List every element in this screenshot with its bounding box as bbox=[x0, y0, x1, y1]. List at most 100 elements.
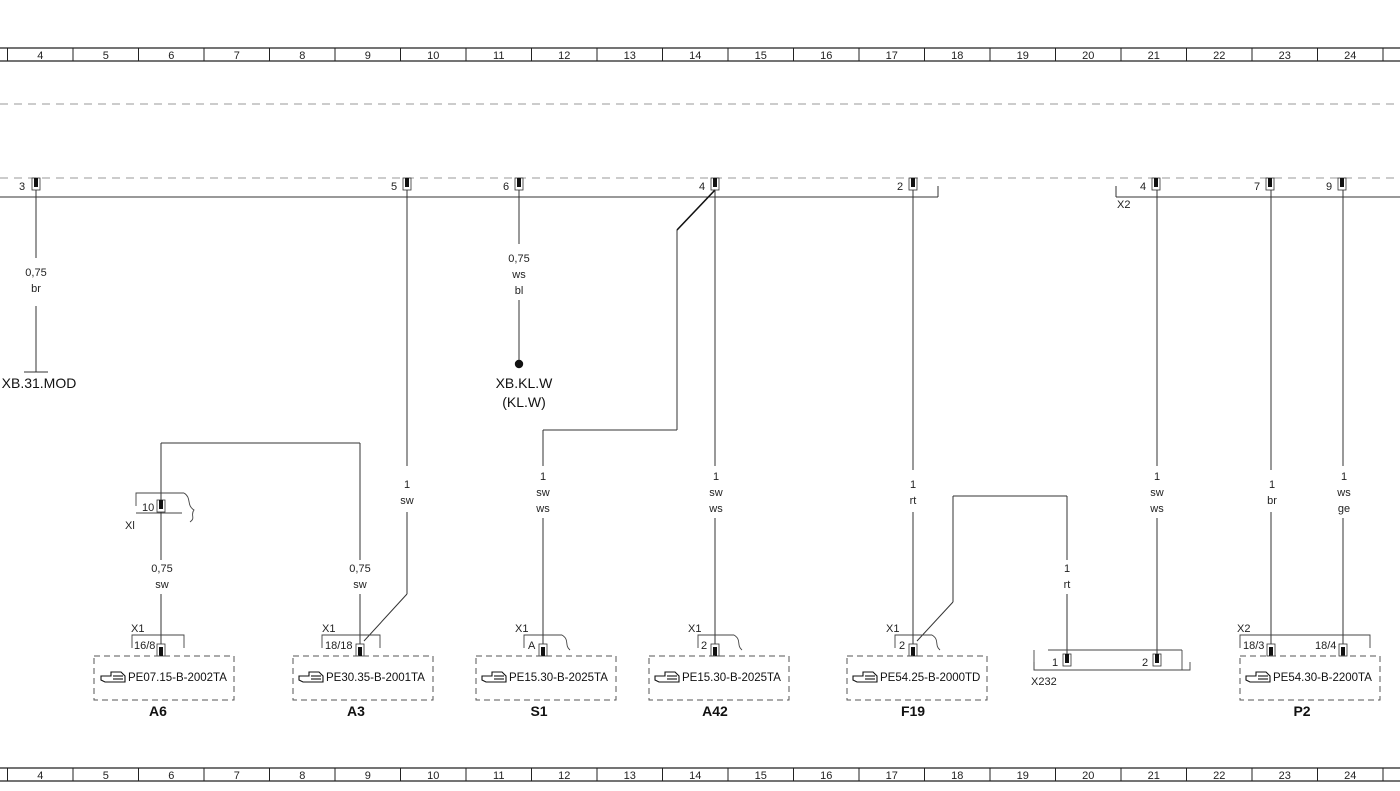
bus-pin-label: 2 bbox=[897, 181, 903, 193]
terminal-kl-w: (KL.W) bbox=[502, 394, 546, 410]
component-a42[interactable]: X1 2 PE15.30-B-2025TA A42 bbox=[648, 623, 790, 719]
connector-pin-label: 16/8 bbox=[134, 640, 155, 652]
wire-xl-a6: 0,75 sw bbox=[151, 512, 173, 646]
bus-pin-label: 5 bbox=[391, 181, 397, 193]
connector-pin-label: 18/3 bbox=[1243, 640, 1264, 652]
bus-pin-label: 4 bbox=[699, 181, 705, 193]
wire-color: br bbox=[1267, 495, 1277, 507]
xl-connector: 10 Xl bbox=[125, 492, 195, 532]
component-reference[interactable]: PE30.35-B-2001TA bbox=[326, 672, 425, 684]
wire-x2pin4-x232: 1 sw ws bbox=[1149, 190, 1164, 656]
bottom-ruler-number: 14 bbox=[689, 770, 701, 782]
component-a3[interactable]: X1 18/18 PE30.35-B-2001TA A3 bbox=[292, 623, 434, 719]
wire-color: sw bbox=[155, 579, 169, 591]
top-ruler-number: 14 bbox=[689, 50, 701, 62]
component-f19[interactable]: X1 2 PE54.25-B-2000TD F19 bbox=[846, 623, 988, 719]
top-ruler-number: 10 bbox=[427, 50, 439, 62]
component-reference[interactable]: PE15.30-B-2025TA bbox=[509, 672, 608, 684]
wire-size: 0,75 bbox=[349, 563, 370, 575]
wire-color: bl bbox=[515, 285, 524, 297]
bottom-ruler-number: 23 bbox=[1279, 770, 1291, 782]
wire-size: 1 bbox=[910, 479, 916, 491]
top-ruler-number: 15 bbox=[755, 50, 767, 62]
terminal-xb-kl-w: XB.KL.W bbox=[496, 375, 554, 391]
bus-pin-5: 5 bbox=[391, 177, 412, 193]
x232-pin-label: 2 bbox=[1142, 657, 1148, 669]
wire-color: sw bbox=[353, 579, 367, 591]
top-ruler-number: 16 bbox=[820, 50, 832, 62]
top-ruler-number: 11 bbox=[493, 50, 504, 62]
component-reference[interactable]: PE15.30-B-2025TA bbox=[682, 672, 781, 684]
connector-pin-label: 2 bbox=[899, 640, 905, 652]
component-s1[interactable]: X1 A PE15.30-B-2025TA S1 bbox=[475, 623, 617, 719]
top-ruler-number: 8 bbox=[299, 50, 305, 62]
connector-x232: 1 2 X232 bbox=[1031, 649, 1191, 688]
bus-pin-2: 2 bbox=[897, 177, 918, 193]
xl-connector-label: Xl bbox=[125, 520, 135, 532]
hand-pointer-icon bbox=[852, 671, 878, 683]
wire-x2pin9-p2: 1 ws ge bbox=[1336, 190, 1351, 646]
wire-pin6-klw: 0,75 ws bl XB.KL.W (KL.W) bbox=[496, 190, 554, 410]
terminal-xb31-mod: XB.31.MOD bbox=[2, 375, 77, 391]
junction-dot bbox=[514, 359, 524, 369]
top-ruler-number: 22 bbox=[1213, 50, 1225, 62]
wire-color: br bbox=[31, 283, 41, 295]
component-p2[interactable]: X2 18/3 18/4 PE54.30-B-2200TA P2 bbox=[1237, 623, 1381, 719]
top-ruler-number: 19 bbox=[1017, 50, 1029, 62]
top-ruler-number: 17 bbox=[886, 50, 898, 62]
bus-pin-3: 3 bbox=[19, 177, 41, 193]
connector-label: X2 bbox=[1237, 623, 1250, 635]
bus-pin-label: 7 bbox=[1254, 181, 1260, 193]
bottom-ruler-number: 16 bbox=[820, 770, 832, 782]
wire-size: 0,75 bbox=[508, 253, 529, 265]
bottom-ruler-number: 5 bbox=[103, 770, 109, 782]
wire-size: 1 bbox=[540, 471, 546, 483]
bottom-ruler-number: 22 bbox=[1213, 770, 1225, 782]
component-a6[interactable]: X1 16/8 PE07.15-B-2002TA A6 bbox=[93, 623, 235, 719]
bottom-ruler-number: 20 bbox=[1082, 770, 1094, 782]
top-ruler-number: 9 bbox=[365, 50, 371, 62]
x2-pin-9: 9 bbox=[1326, 177, 1347, 193]
component-name: F19 bbox=[901, 703, 925, 719]
top-ruler-number: 13 bbox=[624, 50, 636, 62]
connector-pin-label: 18/18 bbox=[325, 640, 353, 652]
wire-size: 1 bbox=[1341, 471, 1347, 483]
bottom-ruler-number: 17 bbox=[886, 770, 898, 782]
wire-pin3-ground: 0,75 br XB.31.MOD bbox=[2, 190, 77, 391]
top-ruler-number: 20 bbox=[1082, 50, 1094, 62]
top-ruler-number: 5 bbox=[103, 50, 109, 62]
bottom-ruler-number: 4 bbox=[37, 770, 43, 782]
bottom-ruler-number: 13 bbox=[624, 770, 636, 782]
component-reference[interactable]: PE07.15-B-2002TA bbox=[128, 672, 227, 684]
wire-color: sw bbox=[1150, 487, 1164, 499]
bottom-ruler-number: 24 bbox=[1344, 770, 1356, 782]
wire-color: sw bbox=[400, 495, 414, 507]
wire-pin2-f19: 1 rt bbox=[910, 190, 916, 646]
connector-label: X1 bbox=[515, 623, 528, 635]
x232-pin-label: 1 bbox=[1052, 657, 1058, 669]
wire-color: ws bbox=[708, 503, 723, 515]
x2-bus-label: X2 bbox=[1117, 199, 1130, 211]
x2-pin-4: 4 bbox=[1140, 177, 1161, 193]
bottom-ruler-number: 6 bbox=[168, 770, 174, 782]
component-name: P2 bbox=[1293, 703, 1310, 719]
bottom-ruler-number: 12 bbox=[558, 770, 570, 782]
wire-color: rt bbox=[1064, 579, 1071, 591]
top-ruler-number: 24 bbox=[1344, 50, 1356, 62]
wire-color: sw bbox=[709, 487, 723, 499]
connector-label: X1 bbox=[322, 623, 335, 635]
connector-pin-label: 18/4 bbox=[1315, 640, 1336, 652]
wire-color: ws bbox=[535, 503, 550, 515]
wire-size: 1 bbox=[1154, 471, 1160, 483]
hand-pointer-icon bbox=[1245, 671, 1271, 683]
bottom-ruler-number: 11 bbox=[493, 770, 504, 782]
wire-pin4-s1: 1 sw ws bbox=[535, 189, 716, 646]
hand-pointer-icon bbox=[100, 671, 126, 683]
component-reference[interactable]: PE54.30-B-2200TA bbox=[1273, 672, 1372, 684]
bottom-ruler-number: 8 bbox=[299, 770, 305, 782]
hand-pointer-icon bbox=[481, 671, 507, 683]
wire-color: ws bbox=[511, 269, 526, 281]
component-reference[interactable]: PE54.25-B-2000TD bbox=[880, 672, 980, 684]
